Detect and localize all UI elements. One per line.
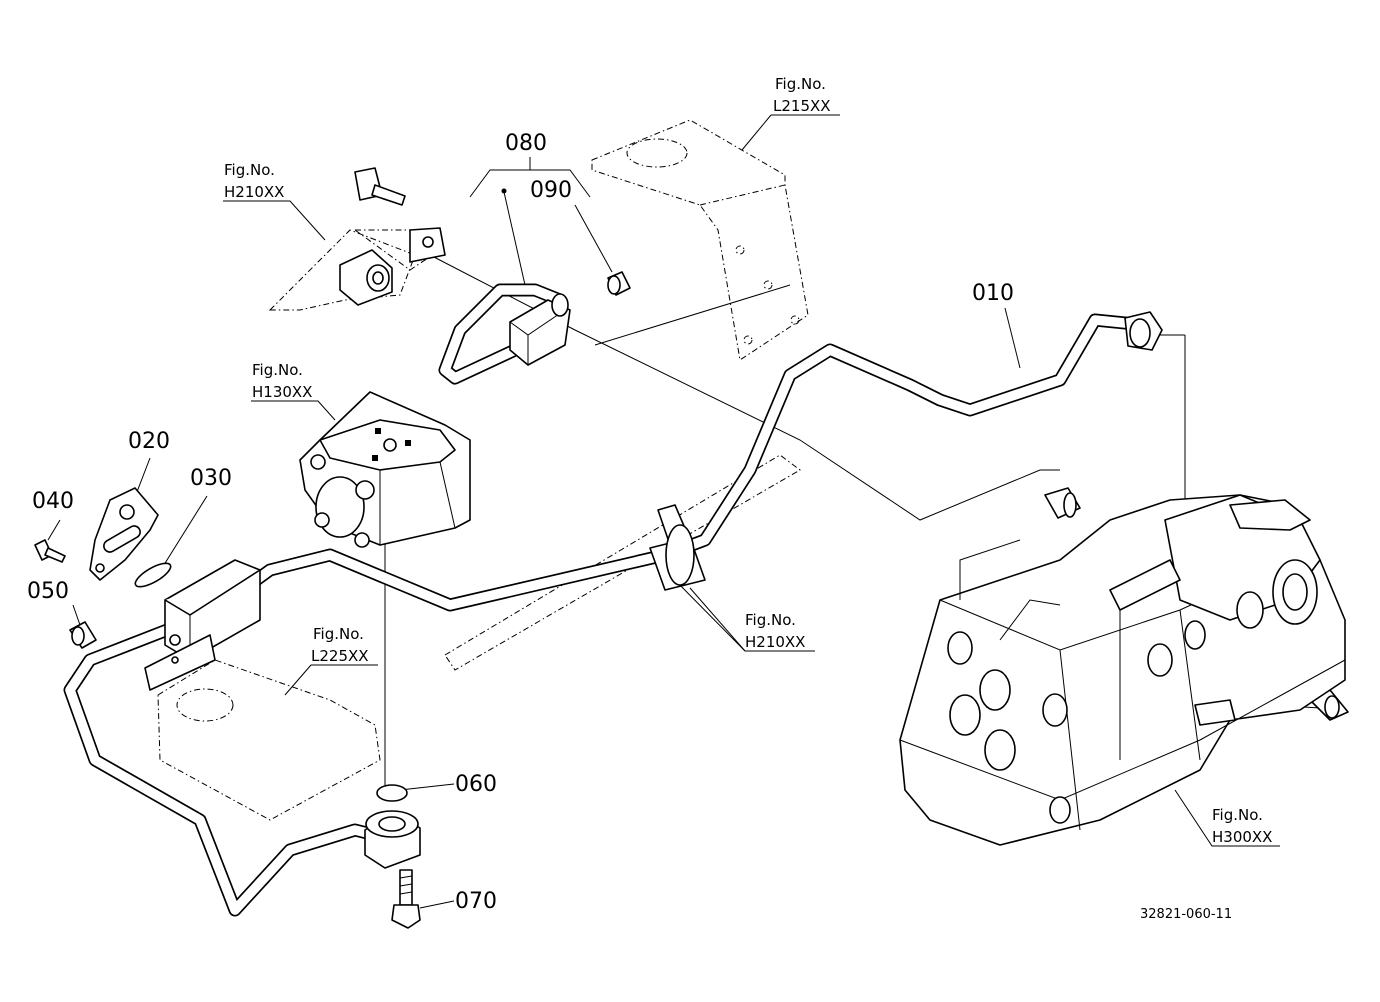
reference-parts [157,119,809,821]
fig-ref-h210-mid: H210XX [745,633,805,651]
pipe-080 [438,283,567,385]
o-ring-060 [376,784,408,802]
pipe-010 [173,313,1152,632]
label-070: 070 [455,889,497,914]
filter-head [364,810,421,869]
fig-label-h130: Fig.No. [252,361,303,379]
o-ring-030 [134,562,172,588]
gasket-plate-020 [89,487,159,581]
control-valve-body [899,494,1346,846]
lever-bolt [339,167,446,306]
fig-label-h300: Fig.No. [1212,806,1263,824]
label-060: 060 [455,772,497,797]
label-080: 080 [505,131,547,156]
bolt-070 [391,869,421,929]
drawing-code: 32821-060-11 [1140,907,1232,922]
fig-label-h210-mid: Fig.No. [745,611,796,629]
screw-040 [34,539,66,563]
figure-references: Fig.No. H210XX Fig.No. L215XX Fig.No. H1… [224,75,1272,846]
bracket-080 [509,293,571,366]
label-050: 050 [27,579,69,604]
fig-ref-l215: L215XX [773,97,831,115]
fig-ref-h130: H130XX [252,383,312,401]
part-numbers: 010 020 030 040 050 060 070 080 090 [27,131,1014,914]
label-010: 010 [972,281,1014,306]
hose-clamp [649,504,706,591]
fig-ref-l225: L225XX [311,647,369,665]
valve-connector [1044,487,1081,519]
hydraulic-pump [299,391,471,548]
fig-label-h210-top: Fig.No. [224,161,275,179]
pipe-lower [63,618,382,917]
adapter-block [144,559,261,691]
label-040: 040 [32,489,74,514]
label-090: 090 [530,178,572,203]
pipe-end-fitting [1124,311,1163,351]
fig-label-l225: Fig.No. [313,625,364,643]
label-020: 020 [128,429,170,454]
label-030: 030 [190,466,232,491]
fig-ref-h300: H300XX [1212,828,1272,846]
adapter-090 [607,271,631,296]
fig-label-l215: Fig.No. [775,75,826,93]
fig-ref-h210-top: H210XX [224,183,284,201]
screw-050 [69,621,97,649]
